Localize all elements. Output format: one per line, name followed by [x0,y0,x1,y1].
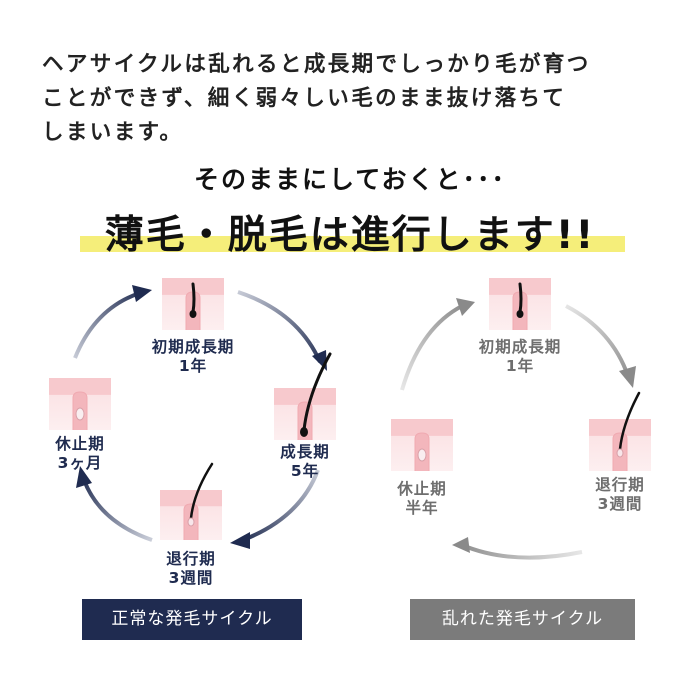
stage-duration: 1年 [178,357,208,375]
follicle-early-growth-icon [489,278,551,330]
intro-text: ヘアサイクルは乱れると成長期でしっかり毛が育つ ことができず、細く弱々しい毛のま… [42,48,672,150]
stage-duration: 3週間 [597,495,643,513]
arrow-icon [82,479,153,542]
follicle-growth-icon [274,352,336,440]
arrow-icon [73,291,141,359]
follicle-resting-icon [391,419,453,471]
stage-resting: 休止期 半年 [367,480,477,518]
stage-duration: 5年 [290,462,320,480]
stage-early-growth: 初期成長期 1年 [133,338,253,376]
arrow-head-icon [456,298,475,316]
headline: 薄毛・脱毛は進行します!! [0,200,700,262]
arrow-icon [237,290,322,363]
stage-name: 初期成長期 [151,338,235,356]
headline-text: 薄毛・脱毛は進行します!! [104,213,596,258]
stage-growth: 成長期 5年 [250,443,360,481]
stage-name: 休止期 [397,480,447,498]
stage-duration: 3ヶ月 [57,454,103,472]
stage-duration: 3週間 [168,569,214,587]
stage-name: 退行期 [595,476,645,494]
follicle-early-growth-icon [162,278,224,330]
arrow-head-icon [452,537,470,553]
stage-duration: 半年 [405,499,439,517]
arrow-head-icon [76,466,92,488]
intro-line: ことができず、細く弱々しい毛のまま抜け落ちて [42,86,567,111]
follicle-regression-icon [160,462,222,540]
stage-early-growth: 初期成長期 1年 [460,338,580,376]
stage-name: 初期成長期 [478,338,562,356]
stage-name: 退行期 [166,550,216,568]
arrow-icon [565,304,630,377]
stage-name: 休止期 [55,435,105,453]
intro-line: しまいます。 [42,120,184,145]
stage-regression: 退行期 3週間 [565,476,675,514]
arrow-head-icon [619,366,636,388]
stage-name: 成長期 [280,443,330,461]
stage-regression: 退行期 3週間 [136,550,246,588]
normal-cycle-caption: 正常な発毛サイクル [82,599,302,640]
arrow-icon [461,543,583,560]
stage-resting: 休止期 3ヶ月 [25,435,135,473]
arrow-head-icon [132,285,152,302]
follicle-resting-icon [49,378,111,430]
disrupted-cycle-arrows [400,298,636,560]
disrupted-cycle-caption: 乱れた発毛サイクル [410,599,635,640]
arrow-icon [400,304,463,391]
headline-highlight [80,236,625,252]
subheading: そのままにしておくと･･･ [193,165,506,194]
stage-duration: 1年 [505,357,535,375]
intro-line: ヘアサイクルは乱れると成長期でしっかり毛が育つ [42,52,591,77]
normal-cycle-arrows [73,285,327,549]
arrow-icon [242,469,320,542]
follicle-regression-icon [589,391,651,471]
arrow-head-icon [230,532,250,549]
